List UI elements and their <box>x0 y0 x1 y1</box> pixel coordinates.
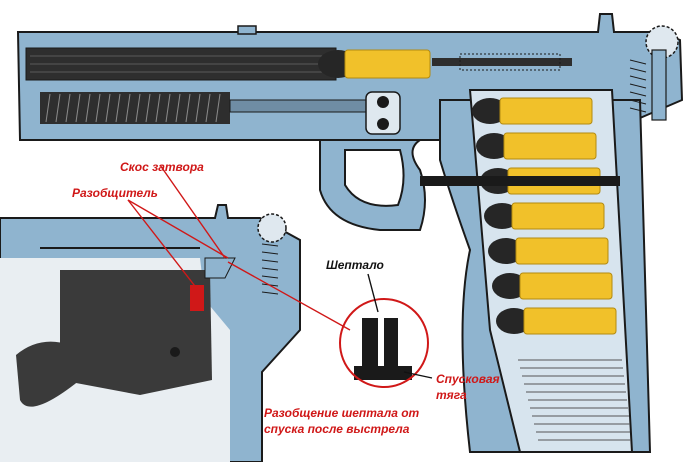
sear-detail <box>354 318 412 380</box>
magazine-bullet <box>476 133 512 159</box>
firing-pin <box>432 58 572 66</box>
firing-pin-spring <box>459 53 561 71</box>
mainspring <box>629 59 647 113</box>
magazine-cartridge <box>515 237 609 265</box>
magazine-bullet <box>472 98 508 124</box>
inset-slide-body <box>60 270 212 395</box>
magazine-cartridge <box>519 272 613 300</box>
inset-disconnector <box>190 285 204 311</box>
magazine-cartridge <box>499 97 593 125</box>
leader-lines <box>127 164 433 379</box>
callout-circle <box>339 298 429 388</box>
link-hole <box>377 118 389 130</box>
front-sight <box>237 25 257 35</box>
magazine-cartridge <box>523 307 617 335</box>
link-hole <box>377 96 389 108</box>
guide-rod <box>229 99 371 113</box>
caption-line1: Разобщение шептала от <box>264 406 420 420</box>
magazine-bullet <box>492 273 528 299</box>
label-slide-bevel: Скос затвора <box>120 160 204 174</box>
trigger-guard-hole <box>344 149 405 207</box>
chambered-cartridge <box>344 49 431 79</box>
label-trigger-bar-line1: Спусковая <box>436 372 500 386</box>
label-disconnector: Разобщитель <box>72 186 158 200</box>
hammer <box>645 25 679 121</box>
inset-grip-panel <box>16 341 80 407</box>
magazine-bullet <box>496 308 532 334</box>
barrel-link <box>365 91 401 135</box>
magazine-cartridge <box>503 132 597 160</box>
inset-pin <box>170 347 180 357</box>
magazine-cartridges <box>472 97 617 335</box>
label-sear: Шептало <box>326 258 384 272</box>
caption-line2: спуска после выстрела <box>264 422 410 436</box>
label-trigger-bar-line2: тяга <box>436 388 467 402</box>
magazine-bullet <box>484 203 520 229</box>
trigger-bar <box>420 176 620 186</box>
magazine-spring <box>518 359 631 441</box>
inset-hammer <box>257 213 287 243</box>
magazine-cartridge <box>511 202 605 230</box>
magazine-bullet <box>488 238 524 264</box>
recoil-spring-coils <box>45 93 221 123</box>
